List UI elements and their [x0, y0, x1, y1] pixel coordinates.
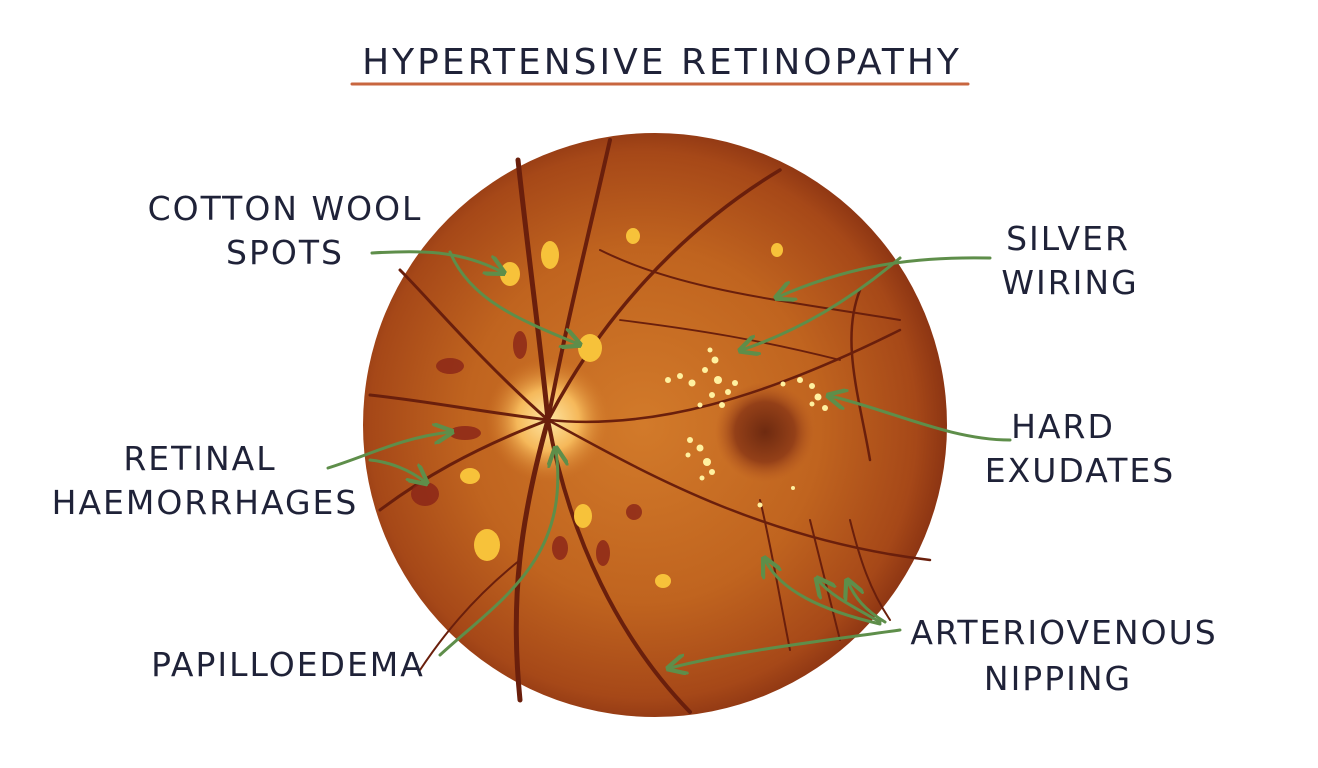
label-hard-exudates-line1: HARD: [1011, 407, 1115, 446]
arrow-retinal-2: [368, 458, 425, 482]
label-silver-wiring-line1: SILVER: [1006, 219, 1130, 258]
label-silver-wiring-line2: WIRING: [1001, 263, 1138, 302]
arrow-cotton-wool-2: [448, 250, 578, 344]
arrow-hard-exudates: [830, 396, 1012, 442]
arrow-av-3: [818, 580, 882, 624]
arrow-cotton-wool-1: [370, 250, 502, 272]
labels: COTTON WOOL SPOTS SILVER WIRING RETINAL …: [52, 189, 1217, 698]
macula: [715, 382, 815, 482]
label-papilloedema: PAPILLOEDEMA: [151, 645, 425, 684]
hard-exudates: [665, 347, 828, 508]
label-retinal-line2: HAEMORRHAGES: [52, 483, 359, 522]
label-retinal-line1: RETINAL: [123, 439, 276, 478]
page-title: HYPERTENSIVE RETINOPATHY: [362, 42, 962, 83]
label-cotton-wool-line2: SPOTS: [226, 233, 344, 272]
retinal-haemorrhages: [411, 331, 642, 566]
arrow-retinal-1: [326, 432, 450, 470]
annotation-arrows: [326, 250, 1012, 668]
arrow-silver-2: [742, 256, 902, 350]
arrow-papilloedema: [438, 450, 558, 657]
label-hard-exudates-line2: EXUDATES: [985, 451, 1175, 490]
arrow-av-4: [848, 582, 887, 624]
cotton-wool-spots: [460, 228, 783, 588]
arrow-av-1: [670, 628, 902, 668]
label-cotton-wool-line1: COTTON WOOL: [148, 189, 423, 228]
arrow-silver-1: [778, 256, 992, 297]
retinal-vessels: [368, 138, 932, 714]
label-av-nipping-line1: ARTERIOVENOUS: [910, 613, 1217, 652]
arrow-av-2: [765, 560, 882, 626]
label-av-nipping-line2: NIPPING: [984, 659, 1132, 698]
